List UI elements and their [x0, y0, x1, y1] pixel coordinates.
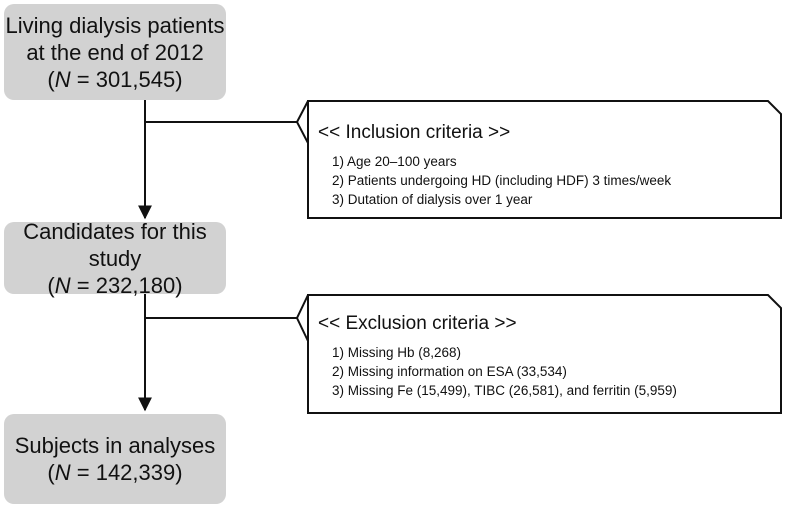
subjects-box: Subjects in analyses (N = 142,339) [4, 414, 226, 504]
living-count-prefix: ( [47, 66, 55, 92]
exclusion-title: << Exclusion criteria >> [318, 313, 517, 334]
list-item: 1) Age 20–100 years [332, 154, 457, 169]
subjects-count-prefix: ( [47, 460, 55, 485]
living-count-symbol: N [54, 66, 71, 92]
candidates-line1: Candidates for this study [23, 218, 207, 271]
candidates-count: (N = 232,180) [47, 272, 182, 299]
list-item: 3) Dutation of dialysis over 1 year [332, 192, 533, 207]
candidates-count-prefix: ( [47, 272, 55, 298]
subjects-count-value: = 142,339) [70, 460, 183, 485]
inclusion-criteria: << Inclusion criteria >> 1) Age 20–100 y… [318, 122, 671, 209]
candidates-count-symbol: N [54, 272, 71, 298]
list-item: 1) Missing Hb (8,268) [332, 345, 462, 360]
candidates-box: Candidates for this study (N = 232,180) [4, 219, 226, 298]
subjects-count: (N = 142,339) [47, 459, 182, 486]
living-count-value: = 301,545) [70, 66, 183, 92]
living-line2: at the end of 2012 [26, 39, 204, 65]
exclusion-list: 1) Missing Hb (8,268) 2) Missing informa… [332, 343, 677, 400]
living-count: (N = 301,545) [47, 66, 182, 93]
inclusion-list: 1) Age 20–100 years 2) Patients undergoi… [332, 152, 671, 209]
inclusion-criteria-box [295, 100, 782, 219]
exclusion-criteria-box [295, 294, 782, 414]
subjects-line1: Subjects in analyses [14, 433, 216, 458]
exclusion-criteria: << Exclusion criteria >> 1) Missing Hb (… [318, 313, 677, 400]
living-line1: Living dialysis patients [5, 12, 225, 38]
list-item: 3) Missing Fe (15,499), TIBC (26,581), a… [332, 383, 677, 398]
list-item: 2) Missing information on ESA (33,534) [332, 364, 567, 379]
inclusion-title: << Inclusion criteria >> [318, 122, 511, 143]
candidates-count-value: = 232,180) [70, 272, 183, 298]
living-patients-box: Living dialysis patients at the end of 2… [4, 4, 226, 100]
list-item: 2) Patients undergoing HD (including HDF… [332, 173, 672, 188]
subjects-count-symbol: N [54, 460, 71, 485]
